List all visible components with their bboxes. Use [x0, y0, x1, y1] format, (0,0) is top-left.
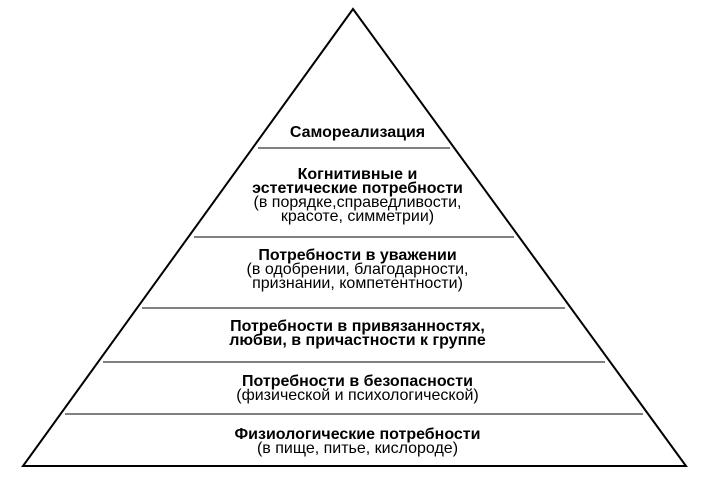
level-safety-title: Потребности в безопасности	[242, 373, 473, 390]
level-cognitive-aesthetic-title-2: эстетические потребности	[252, 180, 463, 197]
level-self-actualization-title: Самореализация	[289, 124, 426, 141]
level-esteem-sub-1: (в одобрении, благодарности,	[246, 261, 469, 278]
level-esteem-sub-2: признании, компетентности)	[252, 275, 463, 292]
level-physiological: Физиологические потребности (в пище, пит…	[0, 426, 715, 457]
level-belonging-title-1: Потребности в привязанностях,	[230, 318, 485, 335]
level-esteem: Потребности в уважении (в одобрении, бла…	[0, 247, 715, 292]
level-belonging-title-2: любви, в причастности к группе	[229, 332, 486, 349]
pyramid-outline	[21, 7, 688, 467]
level-safety-sub: (физической и психологической)	[236, 387, 479, 404]
level-belonging: Потребности в привязанностях, любви, в п…	[0, 318, 715, 349]
level-physiological-sub: (в пище, питье, кислороде)	[256, 440, 459, 457]
level-self-actualization: Самореализация	[0, 124, 715, 141]
level-cognitive-aesthetic-title-1: Когнитивные и	[297, 166, 418, 183]
level-esteem-title: Потребности в уважении	[258, 247, 457, 264]
level-cognitive-aesthetic-sub-1: (в порядке,справедливости,	[253, 194, 462, 211]
level-cognitive-aesthetic: Когнитивные и эстетические потребности (…	[0, 166, 715, 225]
level-safety: Потребности в безопасности (физической и…	[0, 373, 715, 404]
level-physiological-title: Физиологические потребности	[234, 426, 481, 443]
level-cognitive-aesthetic-sub-2: красоте, симметрии)	[280, 208, 435, 225]
